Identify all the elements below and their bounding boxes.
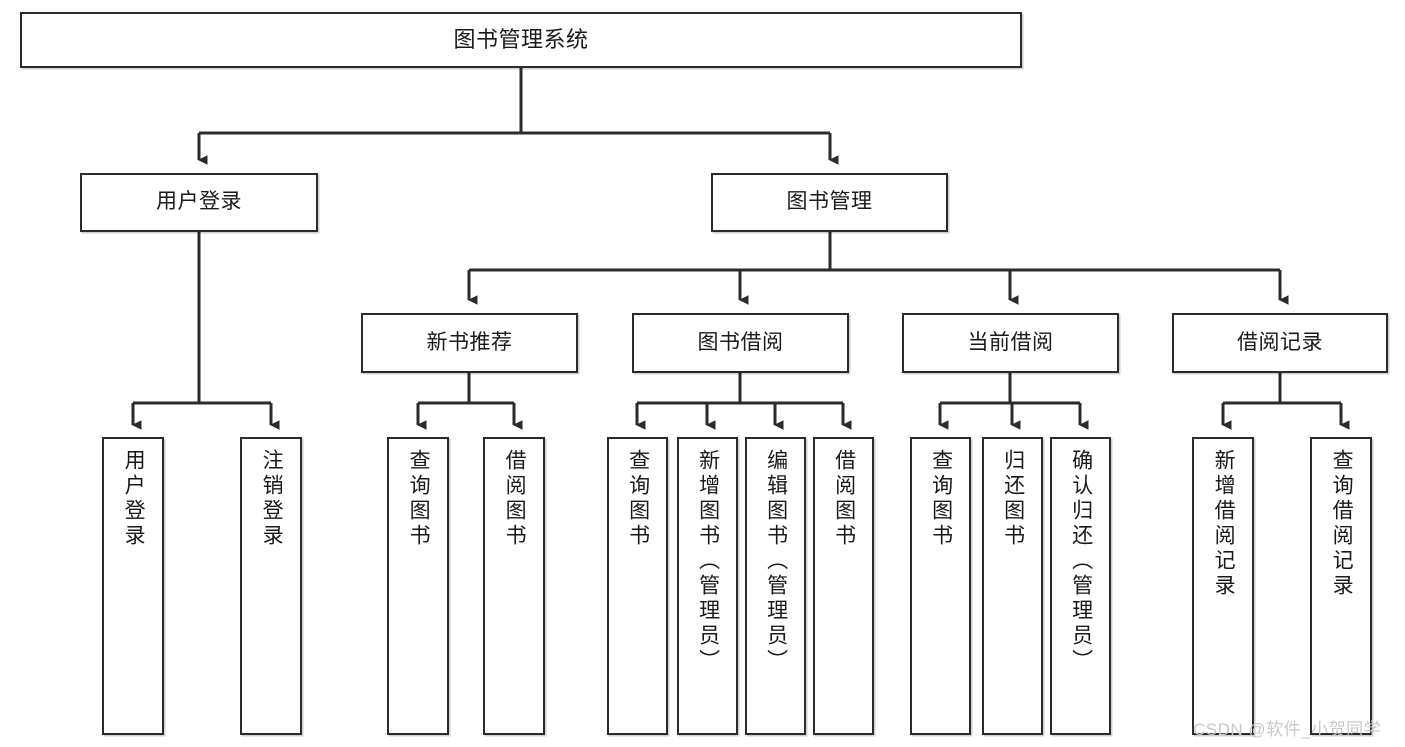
leaf-user-logout[interactable]: 注销登录 <box>240 437 302 735</box>
node-root-label: 图书管理系统 <box>453 27 589 53</box>
leaf-query-book-current[interactable]: 查询图书 <box>910 437 971 735</box>
leaf-borrow-book[interactable]: 借阅图书 <box>813 437 874 735</box>
node-new-book-recommend-label: 新书推荐 <box>426 330 513 354</box>
leaf-query-borrow-record-label: 查询借阅记录 <box>1330 449 1354 599</box>
leaf-query-book-borrow[interactable]: 查询图书 <box>607 437 668 735</box>
node-root[interactable]: 图书管理系统 <box>20 12 1022 68</box>
node-book-management[interactable]: 图书管理 <box>711 173 948 232</box>
node-new-book-recommend[interactable]: 新书推荐 <box>361 313 578 373</box>
leaf-add-book-admin[interactable]: 新增图书（管理员） <box>677 437 738 735</box>
leaf-borrow-book-recommend-label: 借阅图书 <box>503 449 527 549</box>
leaf-user-login-label: 用户登录 <box>122 449 146 549</box>
leaf-return-book-label: 归还图书 <box>1001 449 1025 549</box>
leaf-return-book[interactable]: 归还图书 <box>982 437 1043 735</box>
node-book-management-label: 图书管理 <box>786 190 873 214</box>
node-borrow-record-label: 借阅记录 <box>1237 330 1323 354</box>
leaf-query-borrow-record[interactable]: 查询借阅记录 <box>1310 437 1372 735</box>
leaf-confirm-return-admin[interactable]: 确认归还（管理员） <box>1050 437 1111 735</box>
leaf-query-book-recommend[interactable]: 查询图书 <box>387 437 449 735</box>
leaf-query-book-recommend-label: 查询图书 <box>407 449 431 549</box>
leaf-add-book-admin-label: 新增图书（管理员） <box>696 449 720 674</box>
leaf-add-borrow-record[interactable]: 新增借阅记录 <box>1192 437 1254 735</box>
leaf-user-login[interactable]: 用户登录 <box>102 437 164 735</box>
leaf-borrow-book-recommend[interactable]: 借阅图书 <box>483 437 545 735</box>
node-book-borrow[interactable]: 图书借阅 <box>632 313 849 373</box>
node-user-login[interactable]: 用户登录 <box>80 173 318 232</box>
leaf-edit-book-admin-label: 编辑图书（管理员） <box>764 449 788 674</box>
leaf-query-book-current-label: 查询图书 <box>929 449 953 549</box>
node-current-borrow-label: 当前借阅 <box>967 330 1054 354</box>
leaf-borrow-book-label: 借阅图书 <box>832 449 856 549</box>
leaf-query-book-borrow-label: 查询图书 <box>626 449 650 549</box>
node-borrow-record[interactable]: 借阅记录 <box>1172 313 1388 373</box>
leaf-edit-book-admin[interactable]: 编辑图书（管理员） <box>745 437 806 735</box>
node-current-borrow[interactable]: 当前借阅 <box>902 313 1119 373</box>
node-book-borrow-label: 图书借阅 <box>697 330 784 354</box>
leaf-user-logout-label: 注销登录 <box>260 449 284 549</box>
leaf-confirm-return-admin-label: 确认归还（管理员） <box>1069 449 1093 674</box>
node-user-login-label: 用户登录 <box>156 190 242 214</box>
leaf-add-borrow-record-label: 新增借阅记录 <box>1212 449 1236 599</box>
